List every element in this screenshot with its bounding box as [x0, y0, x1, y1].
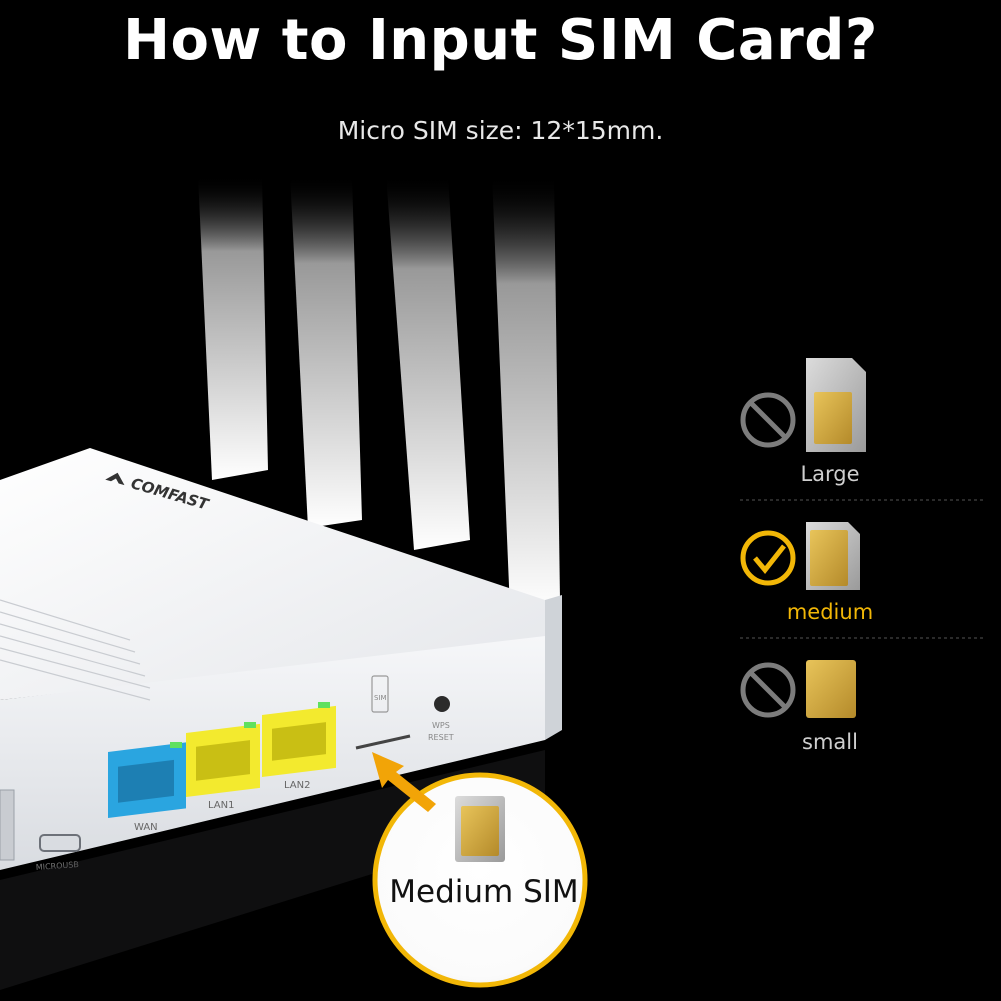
lan2-label: LAN2	[284, 780, 310, 791]
router-side-face	[545, 595, 562, 740]
antennas	[198, 175, 560, 610]
not-allowed-icon	[740, 662, 796, 718]
check-circle-icon	[740, 530, 796, 586]
reset-label: RESET	[428, 733, 454, 742]
microusb-label: MICROUSB	[36, 860, 80, 872]
lan2-port	[262, 702, 336, 777]
sim-label-small: small	[802, 730, 858, 754]
power-port	[0, 789, 15, 861]
medium-sim-callout	[372, 752, 588, 988]
sim-large-chip	[814, 392, 852, 444]
sim-slot-icon	[371, 675, 389, 713]
wan-port	[108, 742, 186, 819]
lan1-port	[186, 722, 260, 798]
antenna-3	[386, 175, 470, 550]
sim-label-medium: medium	[786, 600, 874, 624]
callout-circle	[372, 772, 588, 988]
not-allowed-icon	[740, 392, 796, 448]
sim-medium-chip	[810, 530, 848, 586]
sim-slot-label: SIM	[374, 694, 387, 702]
vent-lines	[0, 599, 151, 701]
sim-label-large: Large	[800, 462, 860, 486]
wps-reset-button	[434, 696, 450, 712]
callout-label: Medium SIM	[389, 874, 579, 910]
callout-sim-chip	[461, 806, 499, 856]
router-top-surface	[0, 448, 545, 700]
wan-label: WAN	[134, 822, 158, 833]
wps-label: WPS	[432, 721, 450, 730]
lan1-label: LAN1	[208, 800, 234, 811]
callout-arrow	[372, 752, 436, 812]
sim-size-legend	[740, 358, 985, 718]
sim-slot	[355, 734, 411, 750]
page-subtitle: Micro SIM size: 12*15mm.	[337, 116, 664, 145]
antenna-2	[290, 175, 362, 528]
microusb-port	[39, 834, 81, 852]
page-title: How to Input SIM Card?	[123, 8, 878, 73]
sim-small-card	[806, 660, 856, 718]
antenna-4	[492, 175, 560, 610]
router-body: COMFAST MICROUSB WAN LAN1	[0, 448, 562, 872]
antenna-1	[198, 175, 268, 480]
